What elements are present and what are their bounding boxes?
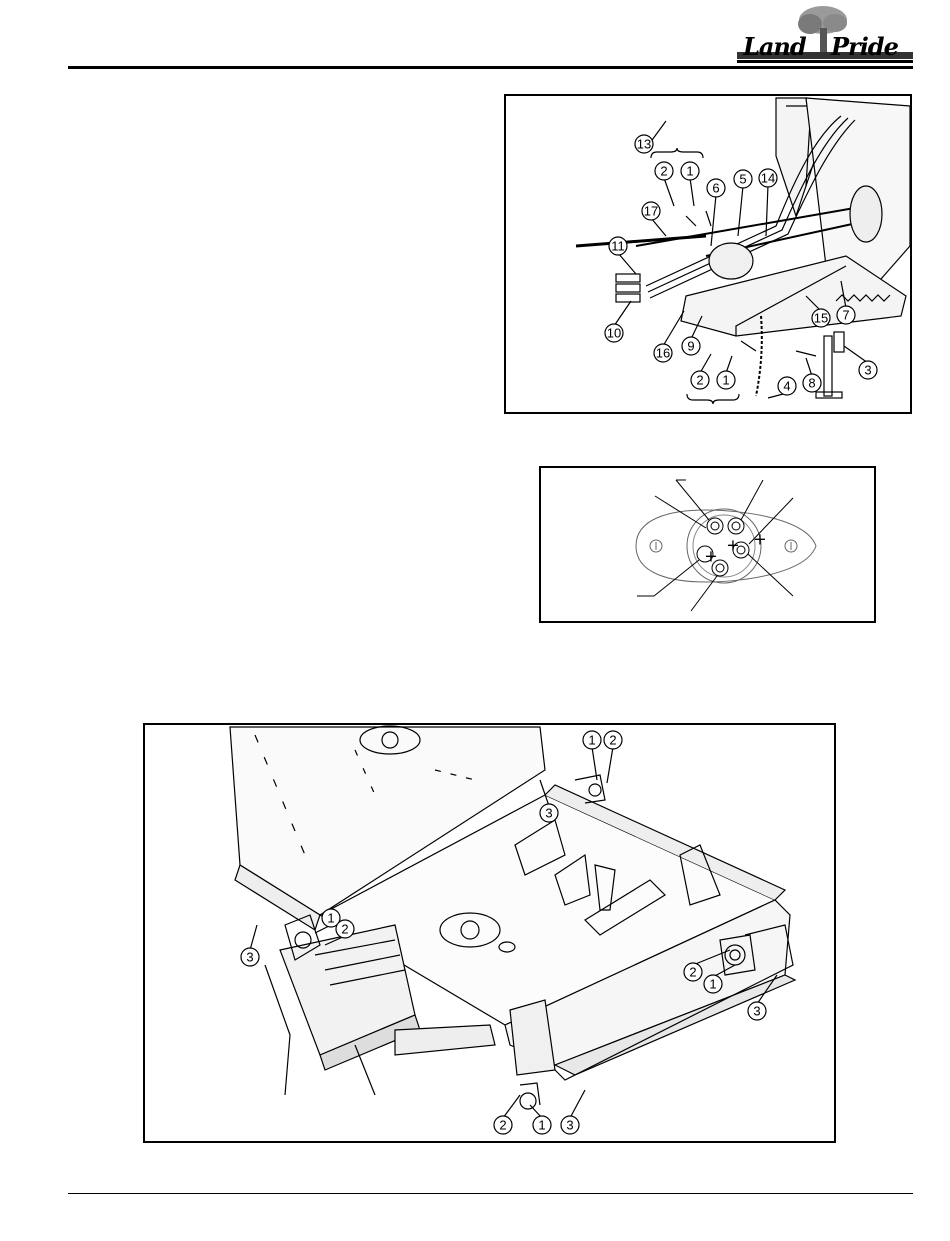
fig1-callout-11: 11 xyxy=(609,237,627,255)
fig1-callout-label: 6 xyxy=(712,181,719,196)
fig3-callout-label: 3 xyxy=(753,1004,760,1019)
terminal-plus-label: + xyxy=(726,536,739,555)
logo-text-right: Pride xyxy=(831,32,898,61)
fig1-callout-2: 2 xyxy=(655,162,673,180)
logo-text-left: Land xyxy=(743,32,806,61)
fig1-callout-17: 17 xyxy=(642,202,660,220)
fig1-callout-label: 5 xyxy=(739,172,746,187)
fig3-callout-label: 2 xyxy=(499,1118,506,1133)
fig3-callout-1: 1 xyxy=(583,731,601,749)
fig1-callout-label: 4 xyxy=(783,379,790,394)
fig3-callout-label: 1 xyxy=(709,977,716,992)
fig3-callout-label: 3 xyxy=(545,806,552,821)
fig3-callout-label: 3 xyxy=(246,950,253,965)
fig1-callout-6: 6 xyxy=(707,179,725,197)
figure-connector-plug: + + + xyxy=(539,466,876,623)
fig1-callout-label: 14 xyxy=(761,171,775,186)
fig1-callout-3: 3 xyxy=(859,361,877,379)
fig1-callout-1: 1 xyxy=(681,162,699,180)
fig1-callout-label: 2 xyxy=(660,164,667,179)
fig3-callout-1: 1 xyxy=(704,975,722,993)
fig3-callout-label: 1 xyxy=(588,733,595,748)
fig1-callout-label: 16 xyxy=(656,346,670,361)
fig1-callout-label: 3 xyxy=(864,363,871,378)
fig1-callout-15: 15 xyxy=(812,309,830,327)
fig1-callout-10: 10 xyxy=(605,324,623,342)
fig3-callout-3: 3 xyxy=(540,804,558,822)
fig1-callout-2: 2 xyxy=(691,371,709,389)
fig3-callout-2: 2 xyxy=(604,731,622,749)
fig1-callout-label: 10 xyxy=(607,326,621,341)
fig1-callout-9: 9 xyxy=(682,337,700,355)
fig1-callout-1: 1 xyxy=(717,371,735,389)
fig1-callout-13: 13 xyxy=(635,135,653,153)
fig1-callout-label: 17 xyxy=(644,204,658,219)
fig1-callout-7: 7 xyxy=(837,306,855,324)
fig3-callout-3: 3 xyxy=(241,948,259,966)
connector-drawing: + + + xyxy=(541,468,874,621)
header-rule xyxy=(68,66,913,69)
fig3-callout-label: 1 xyxy=(327,911,334,926)
fig1-callout-label: 9 xyxy=(687,339,694,354)
fig3-callout-label: 2 xyxy=(609,733,616,748)
fig3-callout-2: 2 xyxy=(494,1116,512,1134)
fig1-callout-16: 16 xyxy=(654,344,672,362)
terminal-plus-label: + xyxy=(753,530,766,549)
brand-logo: Land Pride xyxy=(735,4,915,64)
fig3-callout-2: 2 xyxy=(336,920,354,938)
fig3-callout-label: 2 xyxy=(341,922,348,937)
fig1-callout-label: 11 xyxy=(611,239,625,254)
fig1-callout-label: 1 xyxy=(686,164,693,179)
fig1-callout-4: 4 xyxy=(778,377,796,395)
fig3-callout-1: 1 xyxy=(533,1116,551,1134)
fig3-callout-2: 2 xyxy=(684,963,702,981)
fig1-callout-label: 1 xyxy=(722,373,729,388)
fig3-callout-3: 3 xyxy=(561,1116,579,1134)
fig1-callout-14: 14 xyxy=(759,169,777,187)
fig1-callout-label: 2 xyxy=(696,373,703,388)
fig1-callout-8: 8 xyxy=(803,374,821,392)
footer-rule xyxy=(68,1193,913,1194)
fig1-callout-label: 7 xyxy=(842,308,849,323)
fig1-callout-5: 5 xyxy=(734,170,752,188)
fig1-callout-label: 8 xyxy=(808,376,815,391)
fig3-callout-label: 2 xyxy=(689,965,696,980)
fig3-callout-label: 1 xyxy=(538,1118,545,1133)
fig1-callout-label: 13 xyxy=(637,137,651,152)
fig3-callout-label: 3 xyxy=(566,1118,573,1133)
fig3-callout-3: 3 xyxy=(748,1002,766,1020)
fig1-callout-label: 15 xyxy=(814,311,828,326)
terminal-plus-label: + xyxy=(704,547,717,566)
